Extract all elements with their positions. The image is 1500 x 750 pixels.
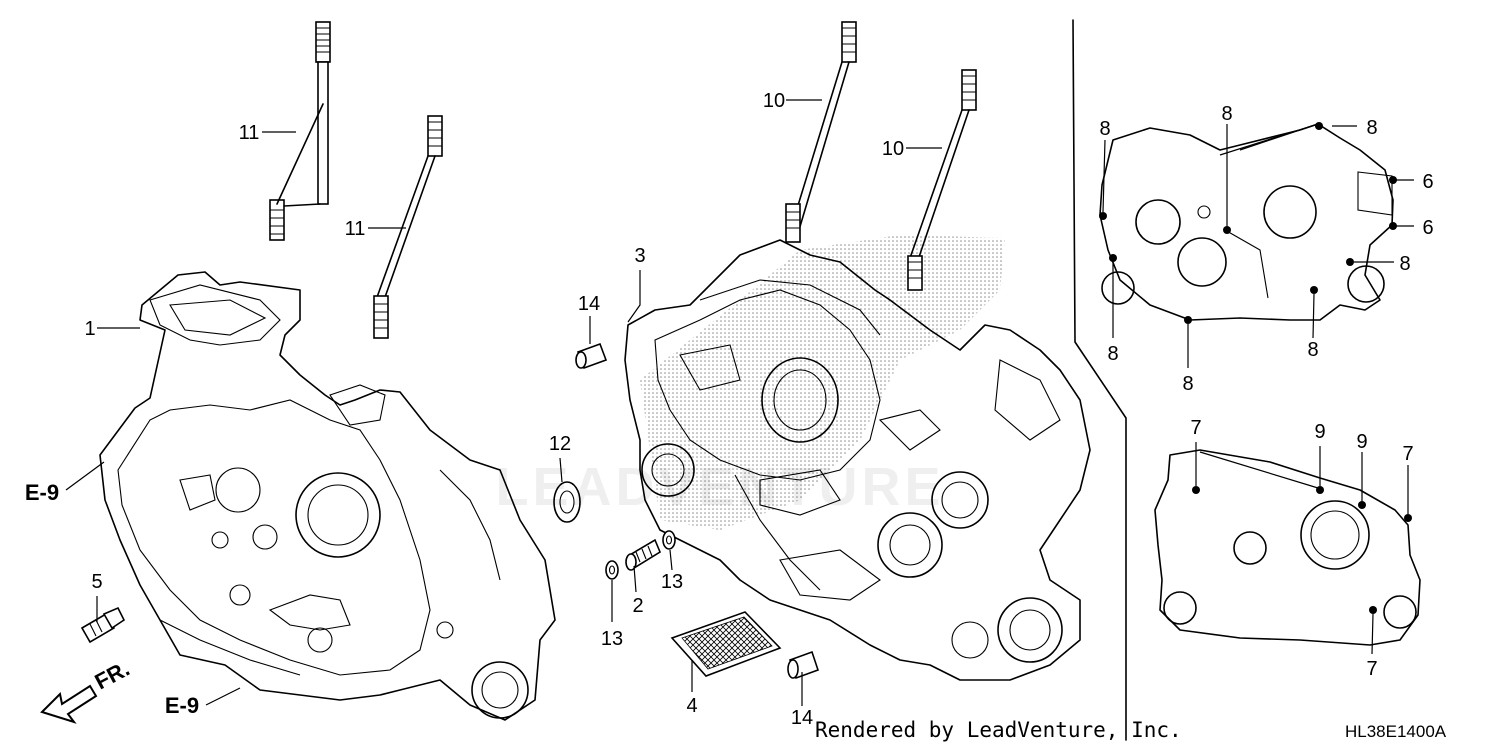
callout-4: 4 bbox=[686, 695, 697, 717]
stud-bolt-10-a bbox=[785, 21, 857, 243]
callout-13-right: 13 bbox=[661, 571, 683, 593]
callout-8-f: 8 bbox=[1307, 339, 1318, 361]
callout-13-left: 13 bbox=[601, 628, 623, 650]
callout-10-b: 10 bbox=[882, 138, 904, 160]
leader-lines bbox=[65, 99, 1414, 706]
render-credit: Rendered by LeadVenture, Inc. bbox=[815, 718, 1182, 742]
callout-8-g: 8 bbox=[1182, 373, 1193, 395]
callout-2: 2 bbox=[632, 595, 643, 617]
callout-8-d: 8 bbox=[1399, 253, 1410, 275]
o-ring-13-left bbox=[605, 560, 619, 580]
callout-9-b: 9 bbox=[1356, 431, 1367, 453]
bolt-5 bbox=[80, 606, 126, 644]
stud-bolt-11-a bbox=[269, 21, 331, 241]
o-ring-13-right bbox=[662, 530, 676, 550]
callout-3: 3 bbox=[634, 245, 645, 267]
screen-filter-4 bbox=[670, 611, 782, 677]
diagram-code: HL38E1400A bbox=[1345, 722, 1447, 741]
dowel-pin-14-lower bbox=[787, 650, 820, 680]
callout-7-left: 7 bbox=[1190, 417, 1201, 439]
callout-8-a: 8 bbox=[1099, 118, 1110, 140]
oil-seal-12 bbox=[553, 481, 581, 523]
callout-10-a: 10 bbox=[763, 90, 785, 112]
left-crankcase-half bbox=[99, 271, 556, 721]
callout-7-bottom: 7 bbox=[1366, 658, 1377, 680]
hole-markers bbox=[1099, 122, 1412, 614]
watermark: LEADVENTURE bbox=[495, 457, 944, 517]
callout-8-b: 8 bbox=[1221, 103, 1232, 125]
callout-14-upper: 14 bbox=[578, 293, 600, 315]
shaded-area bbox=[640, 235, 1005, 530]
dowel-pin-2 bbox=[625, 538, 662, 571]
callout-11-a: 11 bbox=[239, 122, 260, 144]
right-crankcase-half bbox=[624, 235, 1091, 681]
inset-divider-line bbox=[1072, 19, 1127, 741]
front-direction-arrow-icon: FR. bbox=[40, 656, 134, 724]
dowel-pin-14-upper bbox=[575, 342, 608, 370]
callout-8-e: 8 bbox=[1107, 343, 1118, 365]
callout-6-lower: 6 bbox=[1422, 217, 1433, 239]
reference-e9-lower: E-9 bbox=[165, 693, 199, 718]
callout-6-upper: 6 bbox=[1422, 171, 1433, 193]
callout-7-right: 7 bbox=[1402, 443, 1413, 465]
callout-9-a: 9 bbox=[1314, 421, 1325, 443]
callout-8-c: 8 bbox=[1366, 117, 1377, 139]
inset-upper-gasket bbox=[1099, 123, 1394, 321]
callout-1: 1 bbox=[84, 318, 95, 340]
callout-5: 5 bbox=[91, 571, 102, 593]
reference-e9-upper: E-9 bbox=[25, 480, 59, 505]
stud-bolt-10-b bbox=[907, 69, 977, 291]
callout-11-b: 11 bbox=[345, 218, 366, 240]
stud-bolt-11-b bbox=[373, 115, 443, 339]
inset-lower-gasket bbox=[1154, 449, 1421, 646]
callout-labels: 1 2 3 4 5 6 6 7 7 7 8 8 8 8 8 8 8 9 9 10… bbox=[84, 90, 1433, 729]
callout-14-lower: 14 bbox=[791, 707, 813, 729]
front-arrow-label: FR. bbox=[91, 656, 134, 695]
callout-12: 12 bbox=[549, 433, 571, 455]
